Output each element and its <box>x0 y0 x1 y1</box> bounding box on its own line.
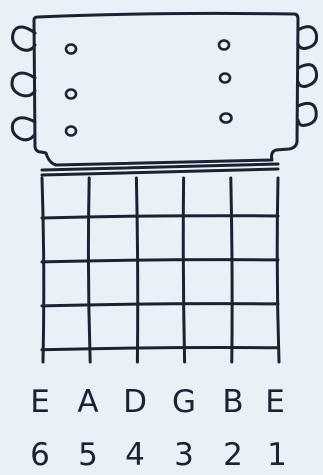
peg-hole <box>66 45 76 54</box>
peg-hole <box>66 127 76 136</box>
peg-hole <box>219 41 229 50</box>
string-number-labels: 6 5 4 3 2 1 <box>30 437 287 473</box>
guitar-string <box>42 178 44 362</box>
string-number-label: 4 <box>125 437 145 473</box>
string-note-label: E <box>30 384 50 420</box>
tuning-key-left-2 <box>12 73 35 96</box>
string-number-label: 1 <box>267 437 287 473</box>
string-number-label: 2 <box>223 437 243 473</box>
string-number-label: 3 <box>174 437 194 473</box>
string-number-label: 6 <box>30 437 50 473</box>
left-tuning-keys <box>12 27 35 140</box>
string-note-label: D <box>123 384 147 420</box>
fret-line <box>42 260 278 262</box>
fret-line <box>42 304 278 306</box>
guitar-string <box>88 178 90 362</box>
guitar-string <box>183 178 184 362</box>
guitar-string <box>136 178 137 362</box>
guitar-string <box>277 178 279 362</box>
peg-hole <box>221 114 232 123</box>
string-note-label: B <box>222 384 243 420</box>
string-note-label: E <box>265 384 285 420</box>
tuning-key-right-3 <box>298 103 316 125</box>
right-tuning-keys <box>298 27 317 126</box>
string-note-label: A <box>77 384 98 420</box>
string-number-label: 5 <box>78 437 98 473</box>
peg-holes <box>66 41 232 136</box>
peg-hole <box>220 74 230 83</box>
fret-line <box>42 216 278 218</box>
guitar-string <box>231 178 232 362</box>
peg-hole <box>66 90 76 99</box>
frets <box>42 216 278 350</box>
tuning-key-left-1 <box>13 27 35 50</box>
tuning-key-right-1 <box>298 27 317 49</box>
fret-line <box>42 348 278 350</box>
string-note-labels: E A D G B E <box>30 384 285 420</box>
string-note-label: G <box>172 384 196 420</box>
tuning-key-right-2 <box>298 65 317 87</box>
strings <box>42 178 279 362</box>
tuning-key-left-3 <box>12 118 35 140</box>
